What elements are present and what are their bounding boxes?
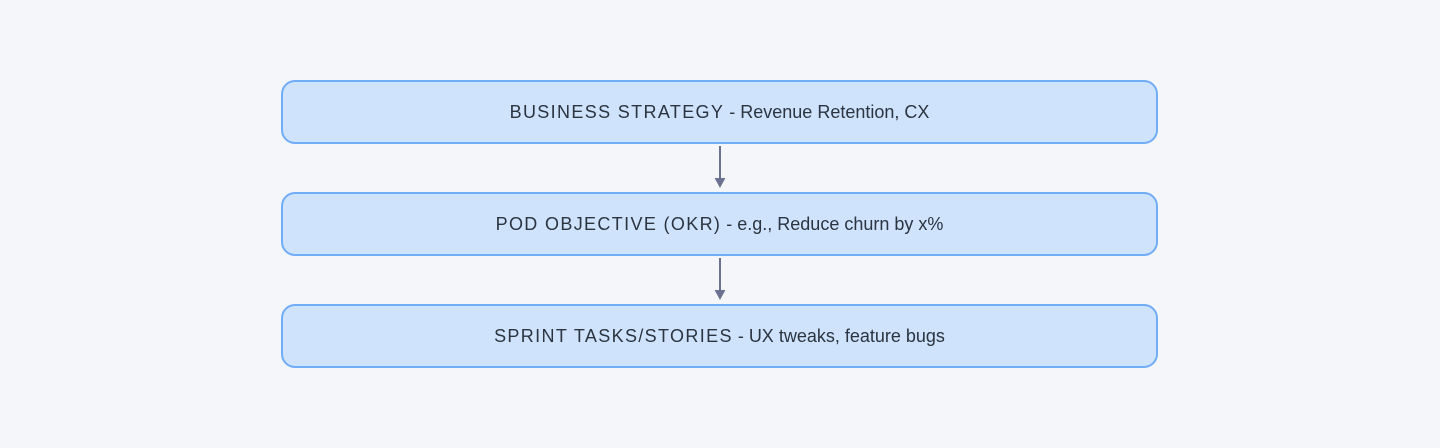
flow-node-label: POD OBJECTIVE (OKR) - e.g., Reduce churn… xyxy=(496,215,944,233)
arrow-down-icon xyxy=(714,258,725,300)
flow-node-pod-objective[interactable]: POD OBJECTIVE (OKR) - e.g., Reduce churn… xyxy=(281,192,1158,256)
flow-connector-1 xyxy=(281,144,1158,192)
flow-connector-2 xyxy=(281,256,1158,304)
flow-node-key: POD OBJECTIVE (OKR) xyxy=(495,214,722,234)
flow-node-label: SPRINT TASKS/STORIES - UX tweaks, featur… xyxy=(494,327,945,345)
flow-node-label: BUSINESS STRATEGY - Revenue Retention, C… xyxy=(510,103,930,121)
flow-node-sprint-tasks[interactable]: SPRINT TASKS/STORIES - UX tweaks, featur… xyxy=(281,304,1158,368)
flow-node-separator: - xyxy=(724,102,741,122)
flow-node-business-strategy[interactable]: BUSINESS STRATEGY - Revenue Retention, C… xyxy=(281,80,1158,144)
flow-node-description: e.g., Reduce churn by x% xyxy=(737,214,944,234)
flow-node-separator: - xyxy=(732,326,749,346)
flow-chart: BUSINESS STRATEGY - Revenue Retention, C… xyxy=(281,80,1158,368)
flow-node-key: SPRINT TASKS/STORIES xyxy=(494,326,733,346)
flow-node-separator: - xyxy=(721,214,738,234)
flow-node-key: BUSINESS STRATEGY xyxy=(509,102,725,122)
flow-node-description: Revenue Retention, CX xyxy=(740,102,930,122)
flow-node-description: UX tweaks, feature bugs xyxy=(748,326,945,346)
arrow-down-icon xyxy=(714,146,725,188)
